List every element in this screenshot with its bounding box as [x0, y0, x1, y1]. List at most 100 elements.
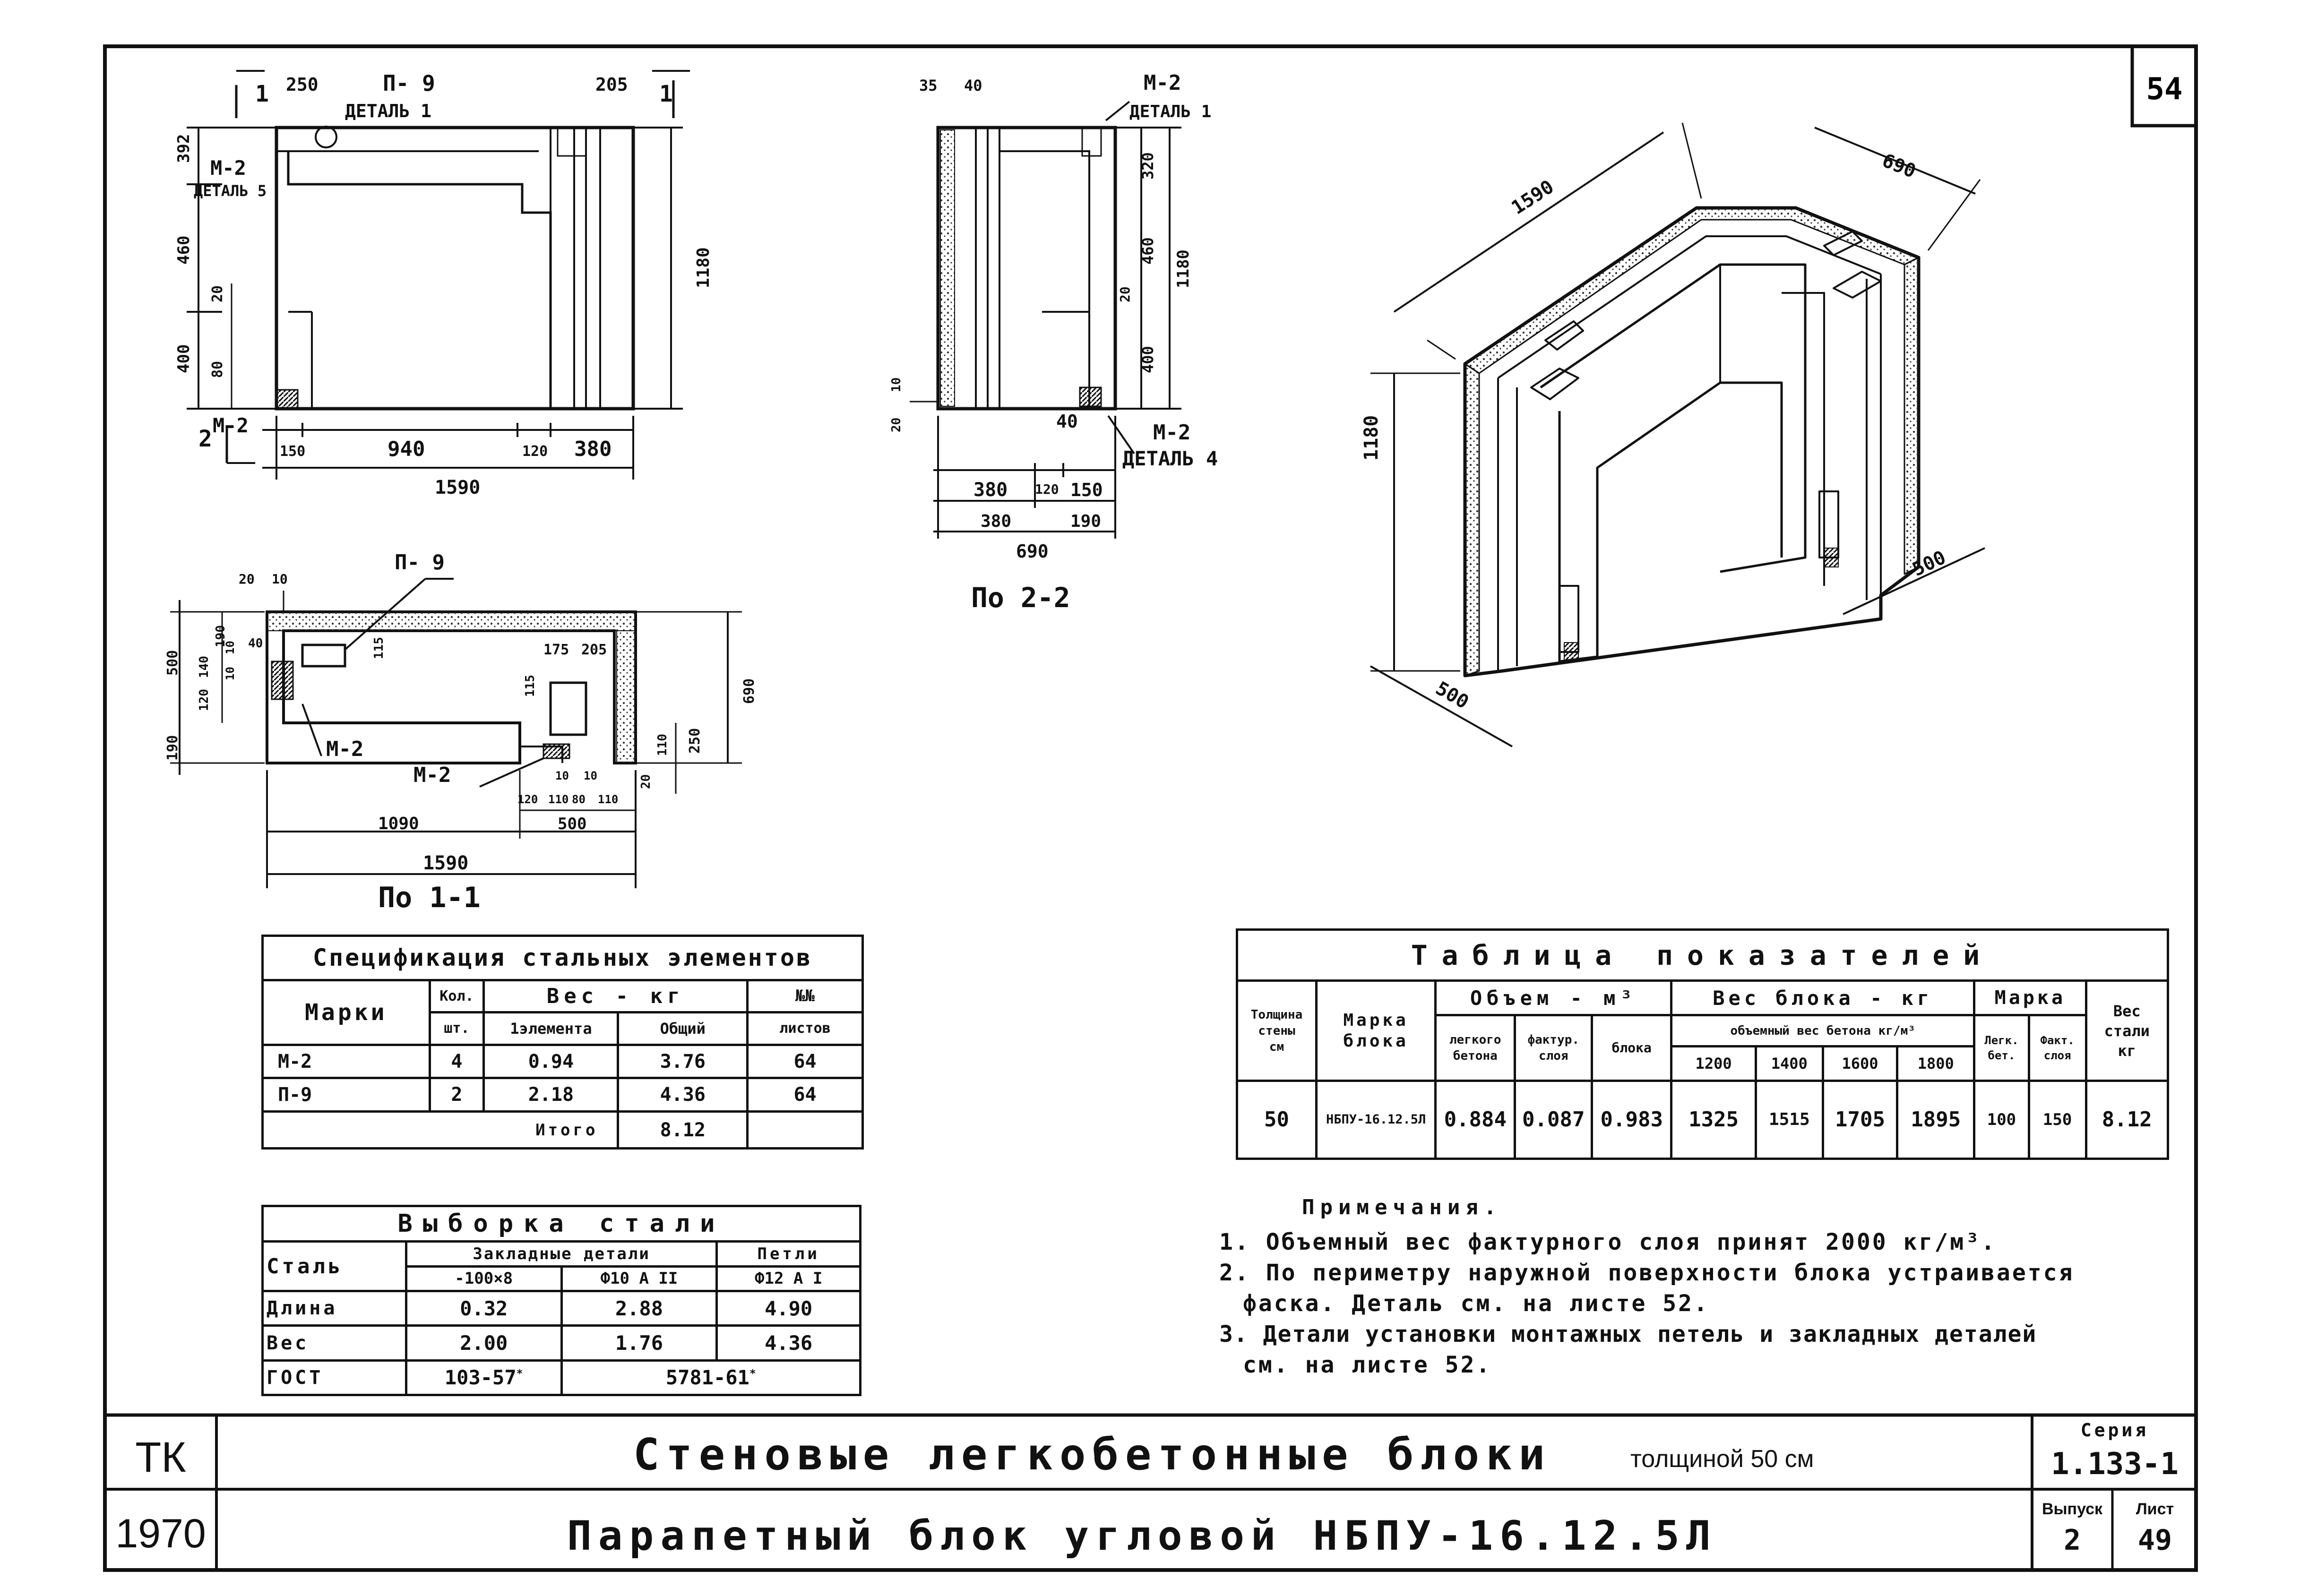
steel-h-sub3: Ф12 А I	[715, 1265, 861, 1293]
section-2-2-drawing	[910, 101, 1181, 539]
front-label-detail1: ДЕТАЛЬ 1	[345, 101, 431, 121]
front-label-m2-top: М-2	[210, 156, 246, 180]
ind-h-volume: Объем - м³	[1434, 979, 1673, 1017]
front-view-drawing	[187, 70, 690, 480]
steel-r0-v2: 2.88	[560, 1290, 718, 1327]
steel-r1-v2: 1.76	[560, 1324, 718, 1362]
indicators-table: Таблица показателей Толщина стены см Мар…	[1235, 928, 2170, 1160]
title-sub: Парапетный блок угловой НБПУ-16.12.5Л	[567, 1512, 1717, 1560]
spec-h-per-element: 1элемента	[482, 1011, 620, 1046]
ind-vol-block: 0.983	[1591, 1079, 1673, 1160]
sec22-dim-row2-0: 380	[981, 512, 1011, 531]
steel-r0-v3: 4.90	[715, 1290, 861, 1327]
sec11-dim-top-5: 115	[372, 637, 386, 659]
ind-h-weight: Вес блока - кг	[1670, 979, 1976, 1017]
steel-h-sub2: Ф10 А II	[560, 1265, 718, 1293]
ind-h-vol-facing-1: слоя	[1538, 1048, 1568, 1063]
ind-steel: 8.12	[2085, 1079, 2170, 1160]
iso-dim-690: 690	[1879, 150, 1919, 183]
spec-h-total: Общий	[617, 1011, 749, 1046]
ind-h-mark-1: блока	[1343, 1031, 1409, 1051]
spec-r0-sheet: 64	[746, 1043, 864, 1080]
ind-h-vol-facing-0: фактур.	[1527, 1032, 1580, 1047]
sec11-dim-500: 500	[558, 815, 586, 833]
sec11-caption: По 1-1	[378, 881, 481, 914]
spec-r1-qty: 2	[428, 1077, 485, 1113]
spec-h-weight: Вес - кг	[482, 978, 749, 1014]
ind-vol-light: 0.884	[1434, 1079, 1516, 1160]
sec11-dim-left-6: 190	[164, 735, 181, 761]
front-dim-left-1: 460	[174, 236, 193, 265]
sec22-label-m2-bottom: М-2	[1153, 420, 1190, 445]
ind-h-weight-sub: объемный вес бетона кг/м³	[1670, 1014, 1976, 1048]
notes-title: Примечания.	[1302, 1195, 1502, 1219]
sec11-dim-bot-4: 10	[555, 769, 569, 782]
steel-r0-label: Длина	[261, 1290, 407, 1327]
front-dim-total: 1590	[435, 477, 480, 498]
spec-itogo-label: Итого	[261, 1110, 620, 1150]
sec22-dim-top-1: 40	[964, 77, 982, 94]
front-marker-1b: 1	[659, 81, 673, 107]
front-dim-bottom-2: 120	[522, 443, 548, 460]
ind-h-grade-facing-0: Факт.	[2040, 1033, 2075, 1047]
sheet-frame	[103, 44, 2198, 1572]
spec-itogo-empty	[746, 1110, 864, 1150]
spec-r0-total: 3.76	[617, 1043, 749, 1080]
sec11-dim-bot-0: 120	[517, 793, 538, 806]
spec-r0-qty: 4	[428, 1043, 485, 1080]
sec11-dim-bot-3: 110	[598, 793, 618, 806]
spec-h-sheets-2: листов	[746, 1011, 864, 1046]
front-dim-top-right: 205	[595, 74, 628, 95]
section-2-2-labels: 35 40 М-2 ДЕТАЛЬ 1 320 460 400 20 1180 1…	[889, 71, 1218, 614]
note-line-1: 1. Объемный вес фактурного слоя принят 2…	[1219, 1229, 1997, 1255]
ind-w3: 1705	[1821, 1079, 1899, 1160]
sec11-dim-top-0: 20	[239, 571, 255, 587]
table-row: М-2 4 0.94 3.76 64	[261, 1043, 864, 1080]
sec11-dim-bot-1: 110	[548, 793, 569, 806]
sec11-dim-right-1: 20	[639, 774, 653, 789]
series-value: 1.133-1	[2051, 1447, 2179, 1482]
ind-h-thickness-1: стены	[1258, 1023, 1295, 1038]
sec22-dim-right-1: 460	[1139, 237, 1157, 265]
steel-gost-cell-2: 5781-61*	[560, 1359, 862, 1397]
sec11-dim-right-3: 690	[741, 678, 758, 704]
sec11-dim-1090: 1090	[378, 814, 419, 833]
sec11-dim-1590: 1590	[423, 852, 468, 874]
spec-table: Спецификация стальных элементов Марки Ко…	[261, 935, 864, 1150]
ind-h-w2: 1600	[1821, 1045, 1899, 1082]
steel-gost-cell-1: 103-57*	[405, 1359, 563, 1397]
ind-h-grade-light-0: Легк.	[1984, 1033, 2019, 1047]
steel-r1-label: Вес	[261, 1324, 407, 1362]
ind-w4: 1895	[1896, 1079, 1976, 1160]
ind-h-vol-light-0: легкого	[1449, 1032, 1501, 1047]
spec-h-qty-1: Кол.	[428, 978, 485, 1014]
ind-h-vol-facing: фактур. слоя	[1514, 1014, 1594, 1082]
front-dim-bottom-3: 380	[574, 437, 612, 461]
isometric-drawing	[1370, 122, 1985, 747]
sec22-label-detail1: ДЕТАЛЬ 1	[1129, 102, 1211, 121]
title-main: Стеновые легкобетонные блоки	[633, 1429, 1551, 1480]
sec22-dim-40: 40	[1056, 411, 1078, 432]
steel-r0-v1: 0.32	[405, 1290, 563, 1327]
steel-r1-v3: 4.36	[715, 1324, 861, 1362]
ind-title: Таблица показателей	[1236, 928, 2169, 982]
sec11-dim-left-0: 500	[164, 650, 181, 676]
table-row: 50 НБПУ-16.12.5Л 0.884 0.087 0.983 1325 …	[1235, 1079, 2170, 1160]
sec22-caption: По 2-2	[971, 582, 1070, 614]
sec11-dim-left-2: 140	[197, 656, 211, 678]
front-marker-2: 2	[198, 426, 212, 452]
steel-h-sub1: -100×8	[405, 1265, 563, 1293]
ind-h-grade: Марка	[1973, 979, 2087, 1017]
sec11-dim-left-3: 190	[214, 625, 228, 647]
iso-dim-500a: 500	[1432, 678, 1473, 713]
front-dim-80: 80	[209, 361, 226, 378]
sec11-dim-top-3: 175	[543, 642, 569, 658]
ind-h-steel-0: Вес	[2113, 1002, 2141, 1020]
ind-h-mark-0: Марка	[1343, 1010, 1409, 1030]
sec11-dim-top-1: 10	[272, 571, 288, 587]
sec11-dim-left-5: 10	[224, 641, 237, 654]
steel-gost-1: 103-57	[444, 1366, 517, 1390]
ind-h-mark: Марка блока	[1315, 979, 1437, 1082]
ind-h-steel: Вес стали кг	[2085, 979, 2170, 1082]
